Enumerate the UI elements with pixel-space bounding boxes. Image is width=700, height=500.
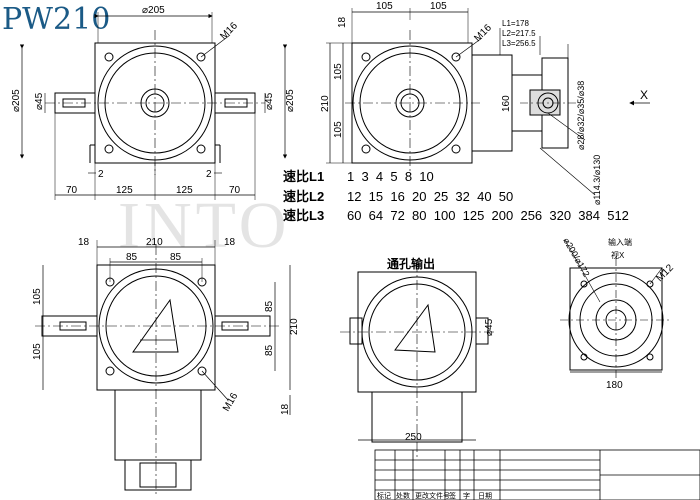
watermark: INTO [118,189,291,262]
speed-ratio-values: 1 3 4 5 8 10 [347,169,434,184]
dim-left-1: 105 [32,343,43,360]
dim-pcd-label: ⌀114.3/⌀130 [592,155,602,205]
view-x-label: 视X [611,250,625,260]
dim-top-0: 105 [376,1,393,12]
dim-18-right: 18 [224,237,236,248]
length-l3: L3=256.5 [502,39,536,48]
dim-right-total: 210 [289,318,300,335]
tb-header-2: 更改文件号 [415,491,450,500]
speed-ratio-label: 速比L2 [283,189,325,204]
dim-left-0: 105 [32,288,43,305]
bevel-gear-symbol [394,303,436,353]
dim-right-label: ⌀205 [285,89,296,112]
length-l2: L2=217.5 [502,29,536,38]
speed-ratio-label: 速比L3 [283,208,325,223]
through-hole-output-title: 通孔输出 [387,256,435,271]
bottom-right-view-labels: ⌀200/⌀172 输入端 视X M12 180 [561,236,676,391]
dim-top-label: ⌀205 [142,5,165,16]
dim-bottom-label: 180 [606,380,623,391]
dim-85-0: 85 [126,252,138,263]
dim-85-1: 85 [170,252,182,263]
dim-pcd-label: ⌀200/⌀172 [561,236,591,279]
dim-18-left: 18 [78,237,90,248]
dim-18-label: 18 [337,16,348,28]
tb-header-0: 标记 [377,491,391,500]
bottom-right-view [560,239,672,380]
dim-left-1: 105 [333,121,344,138]
bottom-middle-view-labels: 通孔输出 ⌀45 250 [387,256,495,443]
dim-bottom-0: 70 [66,185,78,196]
thread-label: M16 [221,391,240,414]
dim-top-label: 210 [146,237,163,248]
bottom-left-view [35,240,291,495]
speed-ratio-row-l1: 速比L1 1 3 4 5 8 10 [283,166,434,185]
view-arrow-label: X [640,88,648,102]
dim-shaft-right-label: ⌀45 [264,92,275,110]
input-end-label: 输入端 [608,237,632,247]
top-left-view [19,12,288,200]
dim-left-0: 105 [333,63,344,80]
thread-label: M16 [218,20,240,42]
tb-header-3: 签 [449,491,456,500]
tb-header-1: 处数 [396,491,410,500]
dim-right-0: 85 [264,300,275,312]
dim-top-1: 105 [430,1,447,12]
speed-ratio-values: 12 15 16 20 25 32 40 50 [347,189,514,204]
tb-header-5: 日期 [478,492,492,500]
dim-shaft-label: ⌀45 [484,318,495,336]
speed-ratio-row-l3: 速比L3 60 64 72 80 100 125 200 256 320 384 … [283,205,629,224]
left-shaft [41,315,98,337]
key-left-label: 2 [98,169,104,180]
length-l1: L1=178 [502,19,529,28]
motor-body [114,389,202,461]
title-block-headers: 标记 处数 更改文件号 签 字 日期 [377,491,492,500]
thread-label: M12 [654,262,676,284]
dim-160-label: 160 [501,95,512,112]
dim-bottom-18: 18 [280,403,291,415]
bottom-middle-view [340,262,495,460]
thread-label: M16 [472,22,494,44]
model-title: PW210 [2,2,111,37]
top-right-view [326,8,650,196]
dim-bottom-2: 125 [176,185,193,196]
dim-shaft-label: ⌀28/⌀32/⌀35/⌀38 [576,81,586,150]
speed-ratio-label: 速比L1 [283,169,325,184]
dim-bottom-1: 125 [116,185,133,196]
dim-right-1: 85 [264,344,275,356]
dim-bottom-3: 70 [229,185,241,196]
dim-left-total: 210 [320,95,331,112]
speed-ratio-values: 60 64 72 80 100 125 200 256 320 384 512 [347,208,629,223]
key-right-label: 2 [206,169,212,180]
dim-bottom-label: 250 [405,432,422,443]
top-left-view-labels: ⌀205 ⌀205 ⌀205 ⌀45 ⌀45 M16 2 2 70 125 12… [11,5,296,196]
speed-ratio-row-l2: 速比L2 12 15 16 20 25 32 40 50 [283,186,513,205]
tb-header-4: 字 [463,491,470,500]
dim-shaft-left-label: ⌀45 [34,92,45,110]
title-block [374,449,700,500]
dim-left-label: ⌀205 [11,89,22,112]
